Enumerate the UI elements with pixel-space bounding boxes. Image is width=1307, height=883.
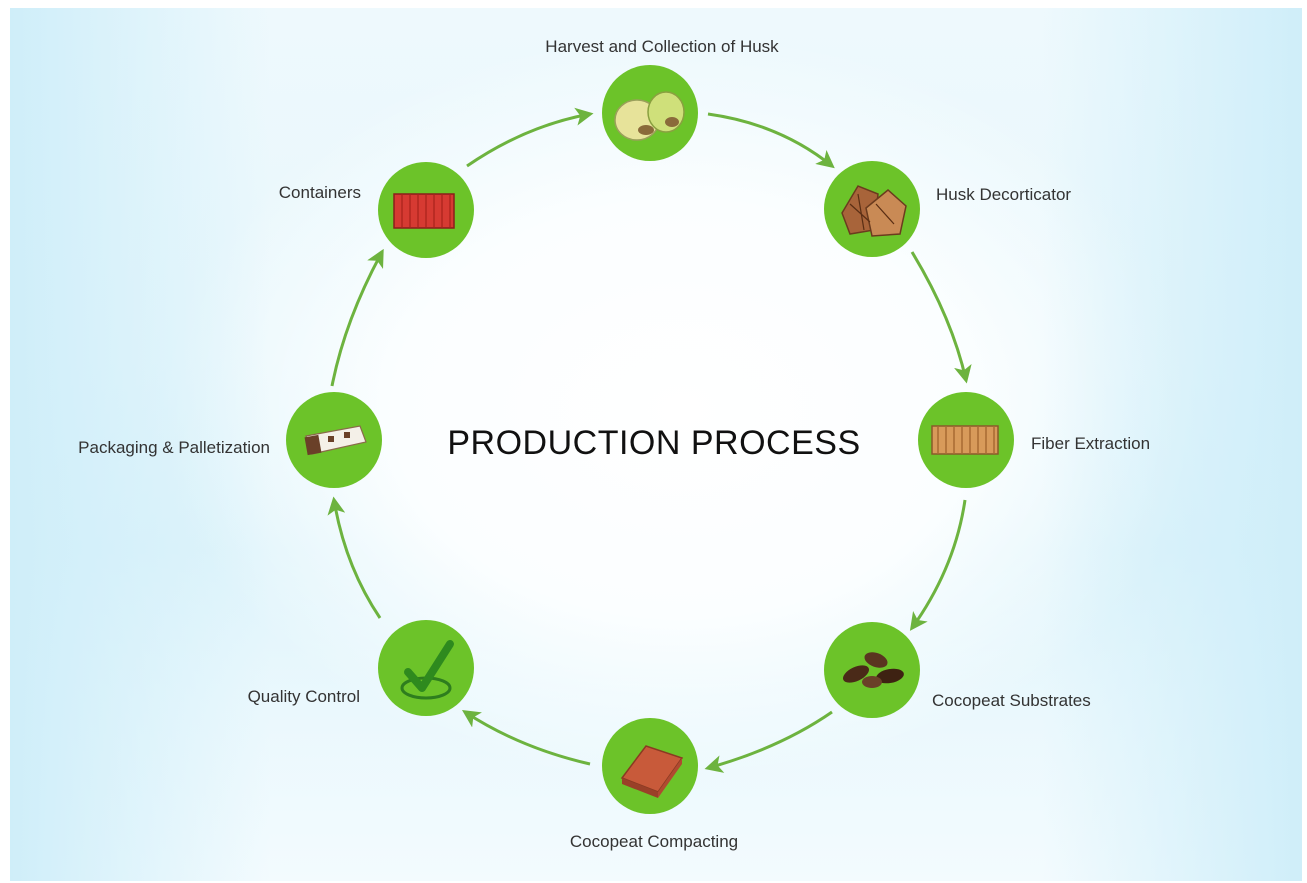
- step-cocopeat-compacting: Cocopeat Compacting: [570, 718, 738, 851]
- fiber-bale-icon: [931, 425, 999, 455]
- production-cycle-diagram: PRODUCTION PROCESS Harvest and Collectio…: [78, 37, 1150, 851]
- arrow-decorticator-to-fiber: [910, 251, 972, 384]
- step-packaging-palletization: Packaging & Palletization: [78, 392, 382, 488]
- step-label-fiber-extraction: Fiber Extraction: [1031, 434, 1150, 453]
- step-label-packaging-palletization: Packaging & Palletization: [78, 438, 270, 457]
- step-husk-decorticator: Husk Decorticator: [824, 161, 1071, 257]
- step-cocopeat-substrates: Cocopeat Substrates: [824, 622, 1091, 718]
- arrow-quality-to-packaging: [327, 496, 382, 619]
- arrow-containers-to-harvest: [466, 107, 594, 168]
- arrow-fiber-to-substrates: [909, 499, 967, 631]
- arrows: [327, 107, 972, 773]
- step-containers: Containers: [279, 162, 474, 258]
- step-label-quality-control: Quality Control: [248, 687, 360, 706]
- shipping-container-icon: [393, 193, 455, 229]
- compressed-block-icon: [620, 745, 684, 798]
- step-quality-control: Quality Control: [248, 620, 474, 716]
- step-harvest: Harvest and Collection of Husk: [545, 37, 779, 161]
- packaged-bag-icon: [304, 425, 367, 456]
- husk-chips-icon: [841, 185, 907, 237]
- arrow-compacting-to-quality: [461, 710, 591, 766]
- step-fiber-extraction: Fiber Extraction: [918, 392, 1150, 488]
- arrow-substrates-to-compacting: [704, 710, 833, 773]
- step-label-cocopeat-compacting: Cocopeat Compacting: [570, 832, 738, 851]
- checkmark-seal-icon: [400, 640, 454, 700]
- diagram-canvas: PRODUCTION PROCESS Harvest and Collectio…: [10, 8, 1302, 881]
- arrow-harvest-to-decorticator: [707, 112, 835, 169]
- substrate-pile-icon: [842, 652, 904, 688]
- diagram-title: PRODUCTION PROCESS: [447, 424, 860, 462]
- step-label-containers: Containers: [279, 183, 361, 202]
- arrow-packaging-to-containers: [330, 248, 384, 387]
- coconut-husk-icon: [614, 91, 685, 141]
- step-label-harvest: Harvest and Collection of Husk: [545, 37, 779, 56]
- step-label-husk-decorticator: Husk Decorticator: [936, 185, 1071, 204]
- step-label-cocopeat-substrates: Cocopeat Substrates: [932, 691, 1091, 710]
